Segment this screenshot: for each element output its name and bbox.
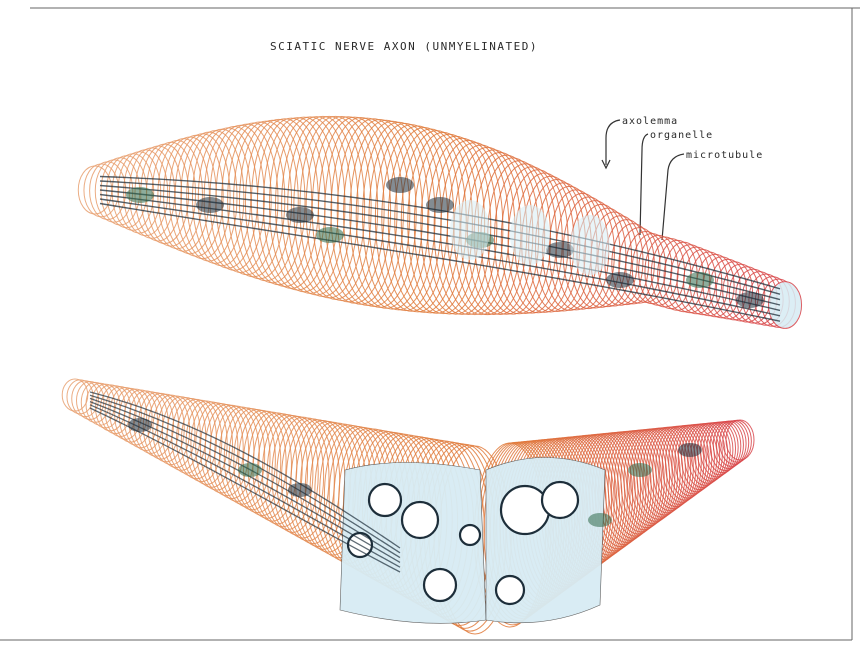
cut-face-organelle [402,502,438,538]
cut-face-organelle [460,525,480,545]
upper-organelle [386,177,414,193]
lower-left-section-contour [262,415,312,530]
cut-face-organelle [424,569,456,601]
upper-organelle [546,242,574,258]
lower-organelle [288,483,312,497]
upper-organelle [286,207,314,223]
lower-organelle [128,418,152,432]
lower-left-section-contour [67,380,93,414]
cut-face-organelle [496,576,524,604]
cut-face-organelle [501,486,549,534]
upper-organelle [736,292,764,308]
upper-cytoplasm-patch [510,205,550,265]
lower-organelle [238,463,262,477]
upper-cytoplasm-patch [570,215,610,275]
upper-organelle [126,187,154,203]
cut-face-organelle [542,482,578,518]
figure-title: SCIATIC NERVE AXON (UNMYELINATED) [270,40,538,53]
label-microtubule: microtubule [686,150,763,161]
microtubule-pointer [662,154,684,240]
upper-organelle [196,197,224,213]
upper-cytoplasm-patch [450,200,490,260]
lower-axon-view [62,379,754,634]
upper-section-contour [768,282,801,329]
upper-organelle [426,197,454,213]
axolemma-pointer [606,120,620,165]
lower-organelle [628,463,652,477]
organelle-pointer [640,134,648,235]
lower-organelle [588,513,612,527]
lower-organelle [678,443,702,457]
label-axolemma: axolemma [622,116,678,127]
upper-axon-view [78,116,801,328]
upper-organelle [316,227,344,243]
lower-left-section-contour [77,382,104,420]
label-organelle: organelle [650,130,713,141]
cut-face-organelle [369,484,401,516]
lower-left-section-contour [191,402,233,487]
upper-organelle [686,272,714,288]
upper-organelle [606,272,634,288]
